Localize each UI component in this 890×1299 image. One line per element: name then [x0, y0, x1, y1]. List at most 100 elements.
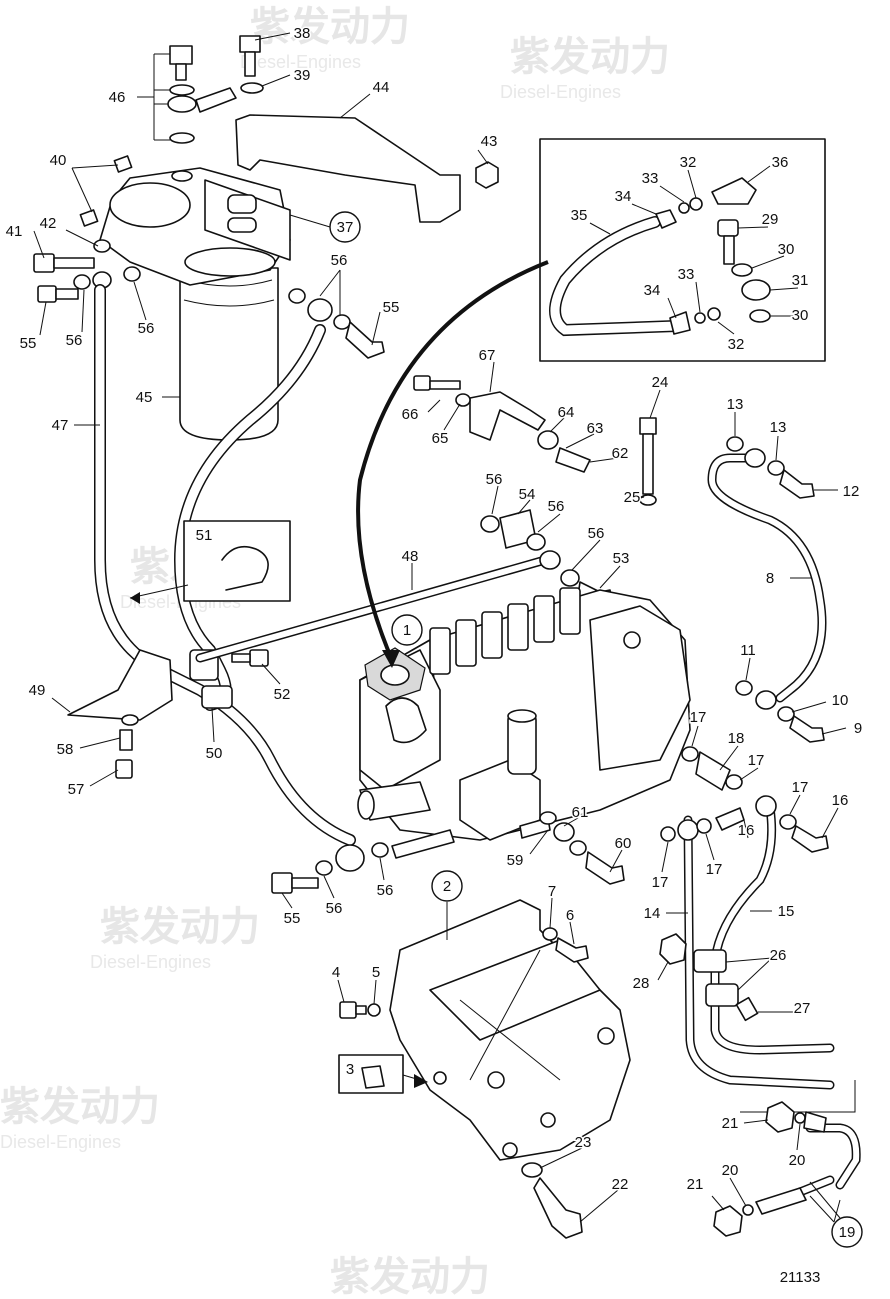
hex-nut: [475, 161, 499, 189]
callout-number: 50: [206, 745, 223, 762]
callout-circle: [329, 211, 361, 243]
callout-32: 32: [678, 153, 698, 173]
callout-number: 10: [832, 692, 849, 709]
callout-number: 2: [443, 878, 451, 895]
callout-number: 62: [612, 445, 629, 462]
callout-39: 39: [292, 66, 312, 86]
callout-32: 32: [726, 335, 746, 355]
callout-number: 8: [766, 570, 774, 587]
callout-number: 23: [575, 1134, 592, 1151]
callout-11: 11: [739, 641, 758, 661]
callout-33: 33: [640, 169, 660, 189]
inset-detail-box: [539, 138, 826, 362]
banjo-bolt: [169, 45, 193, 65]
callout-number: 4: [332, 964, 340, 981]
watermark-brand: 紫发动力: [330, 1254, 490, 1299]
callout-number: 60: [615, 835, 632, 852]
watermark-brand: 紫发动力: [0, 1084, 160, 1130]
callout-number: 27: [794, 1000, 811, 1017]
callout-44: 44: [371, 78, 391, 98]
callout-number: 21: [722, 1115, 739, 1132]
callout-number: 56: [588, 525, 605, 542]
callout-number: 56: [66, 332, 83, 349]
callout-number: 56: [326, 900, 343, 917]
callout-18: 18: [726, 729, 746, 749]
callout-27: 27: [792, 999, 812, 1019]
callout-number: 36: [772, 154, 789, 171]
callout-28: 28: [631, 974, 651, 994]
callout-number: 67: [479, 347, 496, 364]
callout-circle: [831, 1216, 863, 1248]
watermark-brand: 紫发动力: [250, 4, 410, 50]
callout-number: 31: [792, 272, 809, 289]
inset-pointer-arrow: [356, 260, 549, 661]
callout-number: 29: [762, 211, 779, 228]
watermark-brand-en: Diesel-Engines: [500, 82, 621, 102]
callout-13: 13: [768, 418, 788, 438]
callout-number: 66: [402, 406, 419, 423]
callout-number: 13: [727, 396, 744, 413]
callout-30: 30: [776, 240, 796, 260]
callout-1: 1: [391, 614, 423, 646]
callout-21: 21: [720, 1114, 740, 1134]
callout-number: 21: [687, 1176, 704, 1193]
callout-57: 57: [66, 780, 86, 800]
callout-49: 49: [27, 681, 47, 701]
callout-number: 34: [615, 188, 632, 205]
throttle-bracket: [469, 391, 546, 441]
callout-number: 58: [57, 741, 74, 758]
callout-16: 16: [830, 791, 850, 811]
callout-number: 25: [624, 489, 641, 506]
callout-43: 43: [479, 132, 499, 152]
callout-number: 39: [294, 67, 311, 84]
callout-number: 30: [778, 241, 795, 258]
callout-29: 29: [760, 210, 780, 230]
callout-number: 16: [738, 822, 755, 839]
callout-17: 17: [704, 860, 724, 880]
callout-61: 61: [570, 803, 590, 823]
callout-59: 59: [505, 851, 525, 871]
callout-number: 16: [832, 792, 849, 809]
callout-number: 14: [644, 905, 661, 922]
callout-2: 2: [431, 870, 463, 902]
callout-8: 8: [764, 569, 775, 589]
callout-number: 17: [652, 874, 669, 891]
callout-66: 66: [400, 405, 420, 425]
callout-5: 5: [370, 963, 381, 983]
watermark-brand-en: Diesel-Engines: [0, 1132, 121, 1152]
callout-30: 30: [790, 306, 810, 326]
callout-number: 22: [612, 1176, 629, 1193]
callout-number: 57: [68, 781, 85, 798]
hose-bracket: [67, 649, 173, 721]
connector-group-19: [713, 1080, 861, 1237]
injection-pump: [357, 587, 691, 841]
callout-41: 41: [4, 222, 24, 242]
callout-56: 56: [136, 319, 156, 339]
callout-19: 19: [831, 1216, 863, 1248]
delivery-valves: [429, 587, 581, 675]
callout-number: 20: [789, 1152, 806, 1169]
callout-22: 22: [610, 1175, 630, 1195]
callout-number: 55: [284, 910, 301, 927]
callout-62: 62: [610, 444, 630, 464]
fuel-pipe-8: [707, 436, 827, 743]
callout-56: 56: [586, 524, 606, 544]
callout-42: 42: [38, 214, 58, 234]
callout-51: 51: [194, 526, 214, 546]
callout-number: 44: [373, 79, 390, 96]
callout-37: 37: [329, 211, 361, 243]
callout-number: 3: [346, 1061, 354, 1078]
callout-number: 17: [748, 752, 765, 769]
callout-number: 45: [136, 389, 153, 406]
fuel-filter-assembly: [33, 35, 499, 441]
callout-number: 28: [633, 975, 650, 992]
callout-56: 56: [375, 881, 395, 901]
callout-14: 14: [642, 904, 662, 924]
pump-bracket-2: [339, 899, 631, 1239]
callout-63: 63: [585, 419, 605, 439]
callout-number: 61: [572, 804, 589, 821]
callout-13: 13: [725, 395, 745, 415]
callout-16: 16: [736, 821, 756, 841]
callout-10: 10: [830, 691, 850, 711]
